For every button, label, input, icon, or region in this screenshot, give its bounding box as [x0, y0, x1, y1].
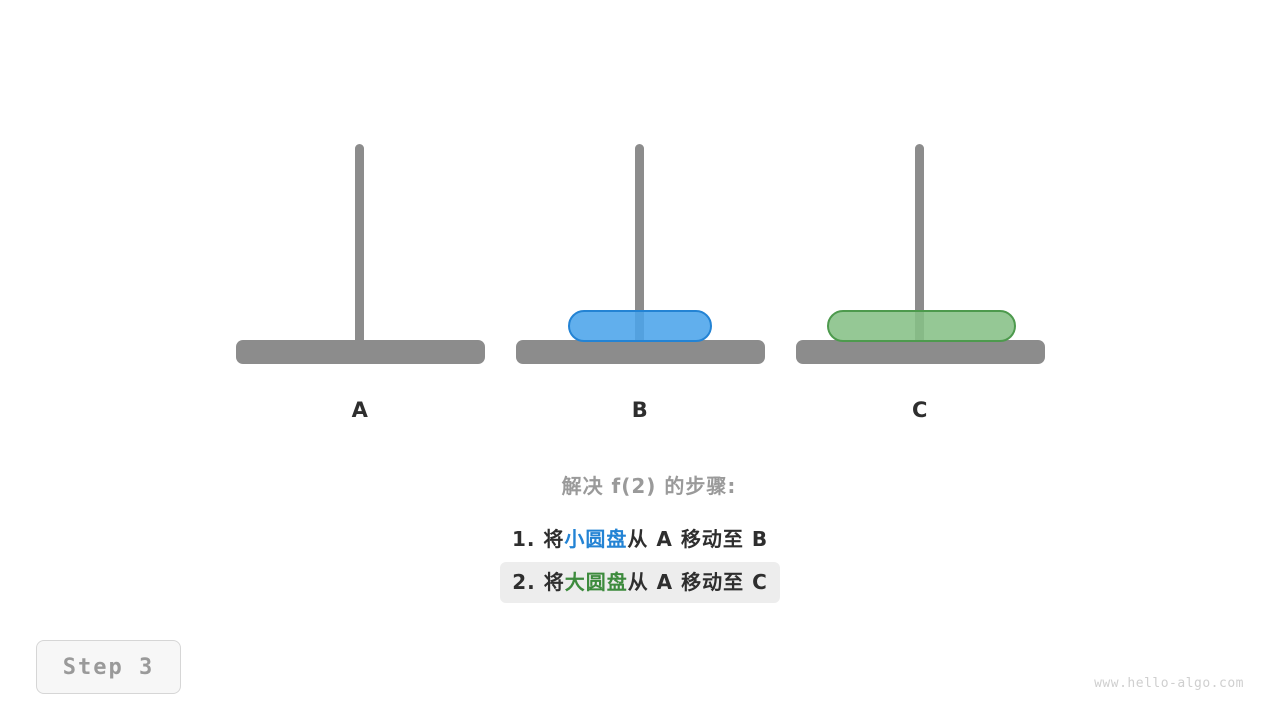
disk-large-on-peg-c — [827, 310, 1016, 342]
step-1-verb: 将 — [543, 527, 565, 551]
step-1-index: 1. — [511, 527, 536, 551]
step-row-2: 2. 将大圆盘从 A 移动至 C — [0, 562, 1280, 605]
step-2-index: 2. — [512, 570, 536, 594]
peg-c: C — [790, 0, 1050, 440]
step-badge: Step 3 — [36, 640, 181, 694]
step-item-2: 2. 将大圆盘从 A 移动至 C — [500, 562, 780, 603]
step-1-from-word: 从 — [627, 527, 649, 551]
peg-rod-b — [635, 144, 644, 350]
peg-label-b: B — [631, 398, 649, 422]
hanoi-diagram: A B C — [230, 0, 1050, 440]
watermark: www.hello-algo.com — [1094, 676, 1244, 691]
peg-base-a — [236, 340, 485, 364]
step-1-from-peg: A — [656, 527, 673, 551]
peg-label-c: C — [912, 398, 928, 422]
step-2-from-word: 从 — [627, 570, 649, 594]
step-item-1: 1. 将小圆盘从 A 移动至 B — [500, 519, 780, 560]
peg-a: A — [230, 0, 490, 440]
step-1-to-peg: B — [751, 527, 769, 551]
steps-block: 解决 f(2) 的步骤: 1. 将小圆盘从 A 移动至 B 2. 将大圆盘从 A… — [0, 470, 1280, 605]
step-2-to-peg: C — [752, 570, 768, 594]
step-row-1: 1. 将小圆盘从 A 移动至 B — [0, 519, 1280, 562]
peg-rod-c — [915, 144, 924, 350]
peg-base-b — [516, 340, 765, 364]
step-2-verb: 将 — [543, 570, 565, 594]
peg-base-c — [796, 340, 1045, 364]
steps-title: 解决 f(2) 的步骤: — [561, 474, 737, 498]
step-2-disk-name: 大圆盘 — [564, 570, 628, 594]
peg-b: B — [510, 0, 770, 440]
peg-label-a: A — [351, 398, 369, 422]
peg-rod-a — [355, 144, 364, 350]
step-2-move-word: 移动至 — [681, 570, 745, 594]
step-2-from-peg: A — [656, 570, 674, 594]
step-badge-label: Step 3 — [62, 654, 155, 680]
disk-small-on-peg-b — [568, 310, 712, 342]
step-1-move-word: 移动至 — [680, 527, 744, 551]
step-1-disk-name: 小圆盘 — [564, 527, 628, 551]
